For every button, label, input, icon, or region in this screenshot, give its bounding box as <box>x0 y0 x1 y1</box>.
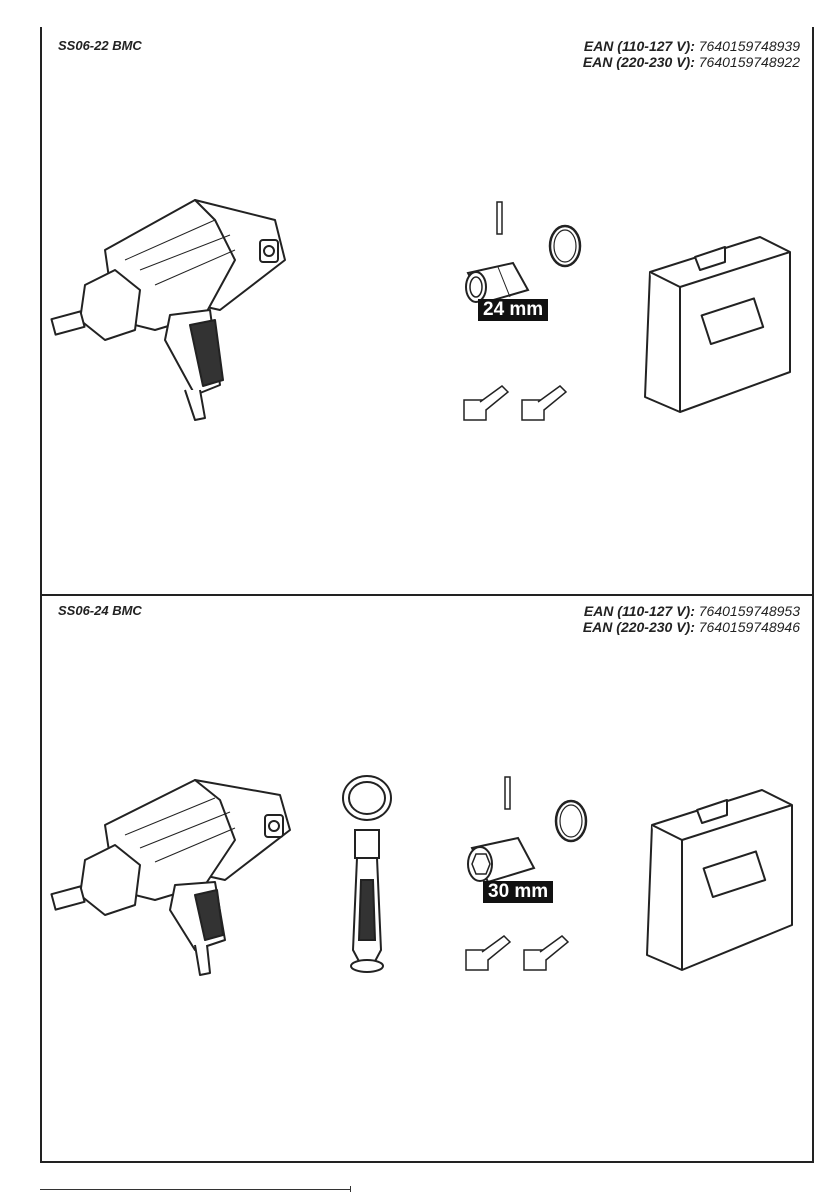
socket-size-label: 24 mm <box>478 299 548 321</box>
side-handle-icon <box>335 770 400 980</box>
carbon-brush-icon <box>460 378 590 428</box>
o-ring-icon <box>540 222 590 272</box>
section-divider <box>40 594 812 596</box>
ean-block: EAN (110-127 V): 7640159748953 EAN (220-… <box>583 603 800 635</box>
impact-wrench-icon <box>45 770 295 985</box>
retaining-pin-icon <box>498 775 518 815</box>
model-name: SS06-24 BMC <box>58 603 142 618</box>
ean-label: EAN (220-230 V): <box>583 619 695 635</box>
ean-label: EAN (110-127 V): <box>584 38 695 54</box>
impact-wrench-icon <box>45 190 295 430</box>
ean-line: EAN (220-230 V): 7640159748946 <box>583 619 800 635</box>
footer-tick <box>350 1186 351 1192</box>
o-ring-icon <box>546 797 596 847</box>
ean-code: 7640159748939 <box>699 38 800 54</box>
ean-line: EAN (220-230 V): 7640159748922 <box>583 54 800 70</box>
ean-line: EAN (110-127 V): 7640159748939 <box>583 38 800 54</box>
ean-code: 7640159748946 <box>699 619 800 635</box>
carrying-case-icon <box>632 785 802 980</box>
model-name: SS06-22 BMC <box>58 38 142 53</box>
carrying-case-icon <box>630 232 800 422</box>
ean-block: EAN (110-127 V): 7640159748939 EAN (220-… <box>583 38 800 70</box>
footer-rule <box>40 1189 350 1190</box>
ean-code: 7640159748922 <box>699 54 800 70</box>
ean-line: EAN (110-127 V): 7640159748953 <box>583 603 800 619</box>
ean-code: 7640159748953 <box>699 603 800 619</box>
ean-label: EAN (220-230 V): <box>583 54 695 70</box>
ean-label: EAN (110-127 V): <box>584 603 695 619</box>
socket-size-label: 30 mm <box>483 881 553 903</box>
carbon-brush-icon <box>462 928 592 978</box>
retaining-pin-icon <box>490 200 510 240</box>
